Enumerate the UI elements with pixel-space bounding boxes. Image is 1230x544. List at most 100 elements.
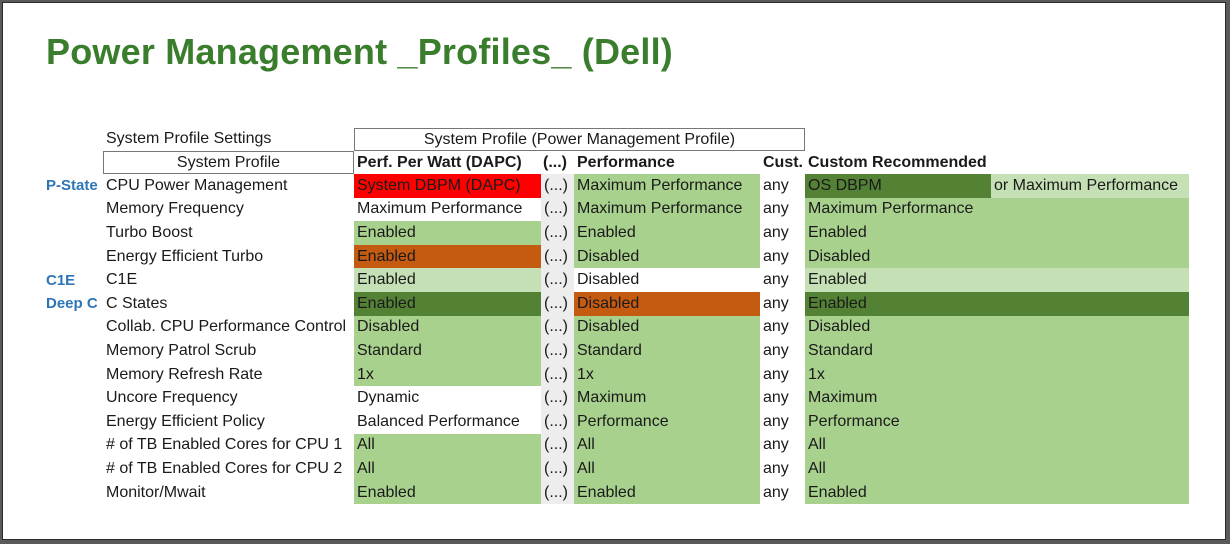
row-performance-value: Maximum Performance — [574, 197, 760, 222]
row-custom-note: or Maximum Performance — [991, 174, 1189, 198]
row-dapc-value: Enabled — [354, 480, 541, 505]
row-dapc-value: Enabled — [354, 291, 541, 316]
row-setting: C1E — [106, 271, 138, 289]
row-setting: C States — [106, 294, 168, 312]
row-category — [43, 198, 103, 222]
row-cust-value: any — [763, 318, 789, 336]
row-ellipsis: (...) — [541, 409, 574, 434]
row-category: C1E — [46, 271, 76, 289]
row-category — [43, 434, 103, 458]
row-dapc-value: 1x — [354, 362, 541, 387]
row-dapc-value: All — [354, 433, 541, 458]
row-dapc-value: Dynamic — [354, 386, 541, 410]
row-performance-value: Performance — [574, 409, 760, 434]
row-custom-value: Enabled — [805, 291, 1189, 316]
row-custom-value: All — [805, 433, 1189, 458]
row-custom-value: Maximum Performance — [805, 197, 1189, 222]
row-category — [43, 481, 103, 505]
row-cust-value: any — [763, 365, 789, 383]
row-dapc-value: Enabled — [354, 244, 541, 269]
row-category — [43, 386, 103, 410]
row-category: P-State — [46, 177, 98, 195]
row-setting: # of TB Enabled Cores for CPU 1 — [106, 436, 343, 454]
row-ellipsis: (...) — [541, 339, 574, 363]
row-cust-value: any — [763, 223, 789, 241]
row-setting: Memory Frequency — [106, 200, 244, 218]
row-performance-value: Disabled — [574, 268, 760, 292]
slide-title: Power Management _Profiles_ (Dell) — [46, 31, 673, 72]
row-custom-value: OS DBPM — [805, 174, 991, 198]
header-ellipsis: (...) — [543, 153, 567, 171]
header-cust: Cust. — [763, 153, 803, 171]
row-performance-value: Enabled — [574, 221, 760, 245]
row-ellipsis: (...) — [541, 221, 574, 245]
row-ellipsis: (...) — [541, 457, 574, 481]
row-ellipsis: (...) — [541, 386, 574, 410]
header-settings-label: System Profile Settings — [106, 130, 272, 147]
row-setting: Turbo Boost — [106, 223, 193, 241]
row-custom-value: Maximum — [805, 386, 1189, 410]
row-setting: Monitor/Mwait — [106, 483, 206, 501]
row-performance-value: 1x — [574, 362, 760, 387]
row-performance-value: Disabled — [574, 244, 760, 269]
row-ellipsis: (...) — [541, 291, 574, 316]
row-ellipsis: (...) — [541, 197, 574, 222]
row-cust-value: any — [763, 389, 789, 407]
row-ellipsis: (...) — [541, 244, 574, 269]
row-cust-value: any — [763, 200, 789, 218]
row-dapc-value: Balanced Performance — [354, 409, 541, 434]
row-setting: # of TB Enabled Cores for CPU 2 — [106, 459, 343, 477]
row-ellipsis: (...) — [541, 480, 574, 505]
row-performance-value: Disabled — [574, 315, 760, 340]
row-cust-value: any — [763, 271, 789, 289]
row-ellipsis: (...) — [541, 433, 574, 458]
row-custom-value: Enabled — [805, 480, 1189, 505]
row-dapc-value: Disabled — [354, 315, 541, 340]
row-setting: Energy Efficient Policy — [106, 412, 265, 430]
row-category — [43, 339, 103, 363]
row-category — [43, 316, 103, 340]
row-performance-value: Standard — [574, 339, 760, 363]
profile-table: System Profile Settings System Profile (… — [43, 127, 1189, 505]
row-category: Deep C — [46, 295, 98, 313]
row-dapc-value: All — [354, 457, 541, 481]
row-custom-value: All — [805, 457, 1189, 481]
row-cust-value: any — [763, 294, 789, 312]
row-performance-value: Maximum Performance — [574, 174, 760, 198]
row-performance-value: All — [574, 457, 760, 481]
header-system-profile: System Profile — [103, 151, 354, 174]
row-category — [43, 363, 103, 387]
row-dapc-value: Enabled — [354, 221, 541, 245]
row-dapc-value: Maximum Performance — [354, 197, 541, 222]
row-cust-value: any — [763, 176, 789, 194]
row-performance-value: Maximum — [574, 386, 760, 410]
row-ellipsis: (...) — [541, 362, 574, 387]
row-category — [43, 221, 103, 245]
row-custom-value: 1x — [805, 362, 1189, 387]
row-cust-value: any — [763, 412, 789, 430]
row-performance-value: Enabled — [574, 480, 760, 505]
row-dapc-value: Standard — [354, 339, 541, 363]
row-performance-value: Disabled — [574, 291, 760, 316]
row-dapc-value: System DBPM (DAPC) — [354, 174, 541, 198]
row-performance-value: All — [574, 433, 760, 458]
header-performance: Performance — [577, 153, 675, 171]
row-category — [43, 410, 103, 434]
row-setting: Energy Efficient Turbo — [106, 247, 264, 265]
row-custom-value: Enabled — [805, 268, 1189, 292]
row-cust-value: any — [763, 341, 789, 359]
row-setting: Memory Patrol Scrub — [106, 341, 257, 359]
row-custom-value: Standard — [805, 339, 1189, 363]
row-cust-value: any — [763, 247, 789, 265]
row-cust-value: any — [763, 483, 789, 501]
row-ellipsis: (...) — [541, 315, 574, 340]
row-category — [43, 245, 103, 269]
row-cust-value: any — [763, 436, 789, 454]
row-setting: Collab. CPU Performance Control — [106, 318, 347, 336]
header-dapc: Perf. Per Watt (DAPC) — [357, 153, 522, 171]
row-cust-value: any — [763, 459, 789, 477]
row-custom-value: Performance — [805, 409, 1189, 434]
row-custom-value: Disabled — [805, 315, 1189, 340]
row-ellipsis: (...) — [541, 268, 574, 292]
